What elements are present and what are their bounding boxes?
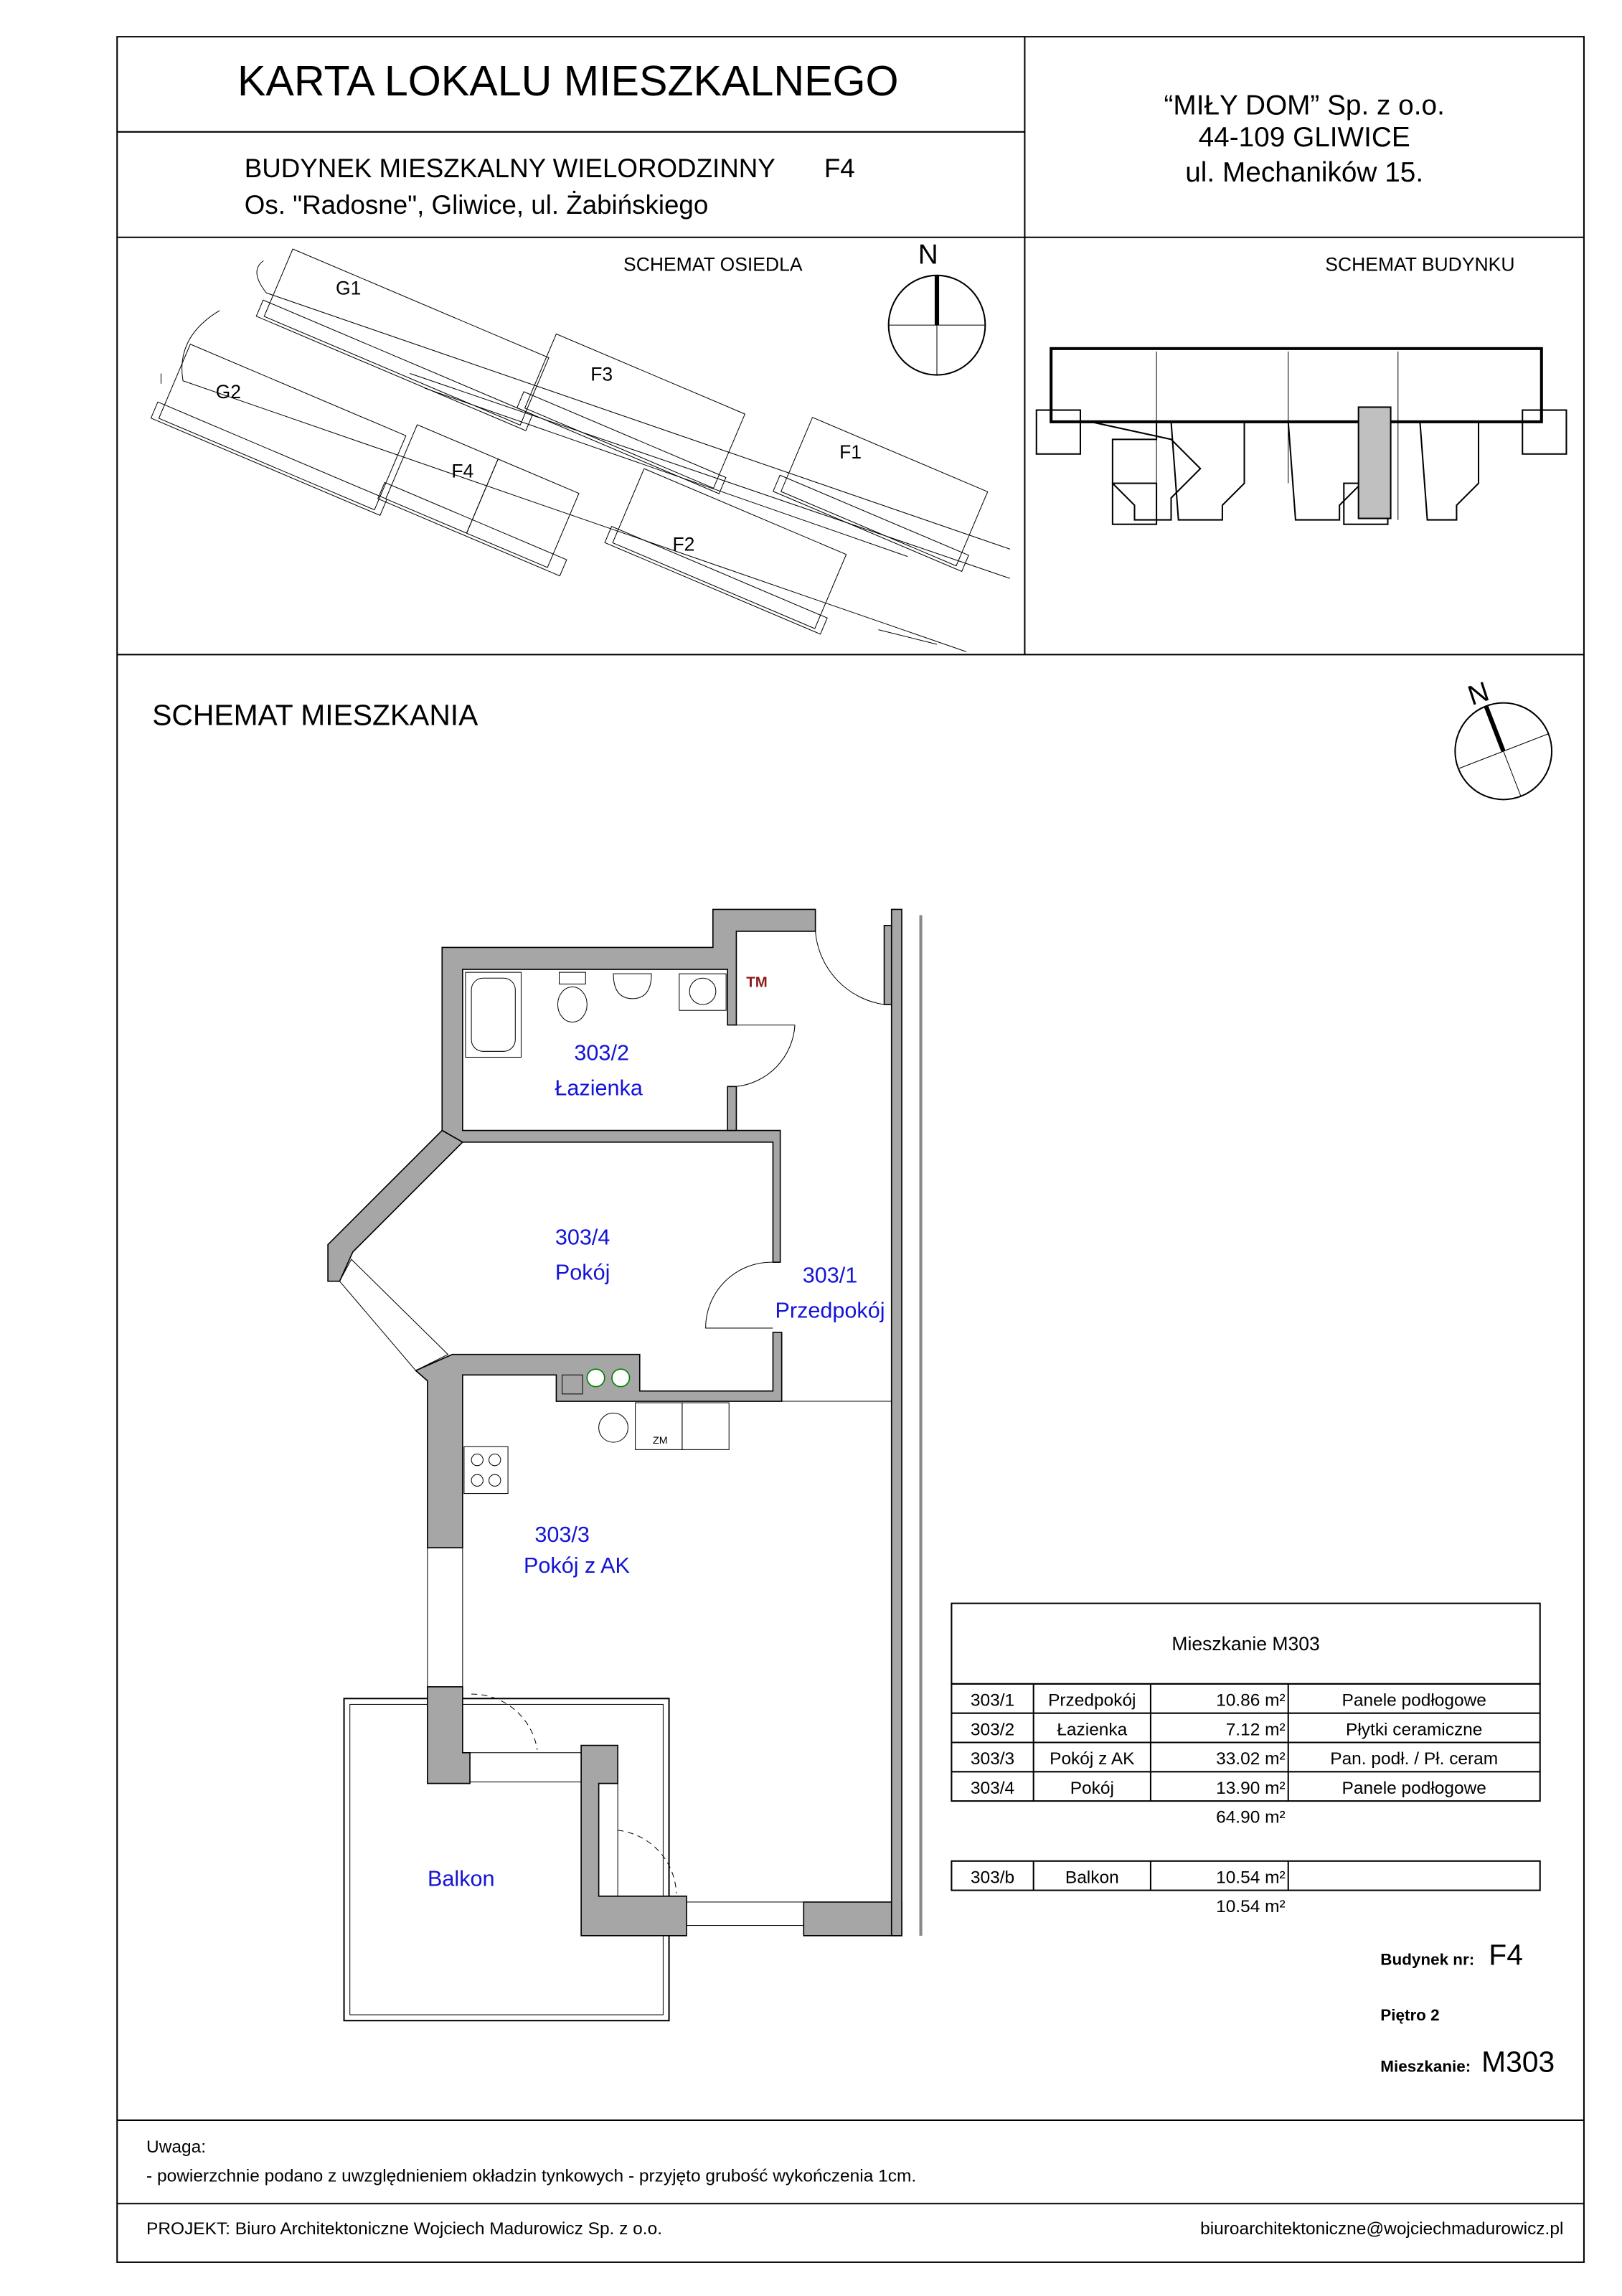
room-name-room: Pokój <box>555 1261 610 1285</box>
cell-id: 303/3 <box>971 1749 1014 1769</box>
table-title: Mieszkanie M303 <box>1171 1633 1319 1655</box>
building-label: F1 <box>839 441 862 463</box>
apartment-compass: N <box>1454 676 1553 801</box>
table-total: 64.90 m² <box>1216 1808 1286 1827</box>
cell-id: 303/4 <box>971 1779 1014 1798</box>
company-name: “MIŁY DOM” Sp. z o.o. <box>1164 90 1445 121</box>
cell-name: Balkon <box>1065 1868 1119 1887</box>
room-id-bathroom: 303/2 <box>574 1041 629 1065</box>
settlement-map: G1 G2 F3 F1 F4 F2 <box>150 248 1011 652</box>
table-row: 303/1 Przedpokój 10.86 m² Panele podłogo… <box>971 1690 1486 1710</box>
cell-floor: Płytki ceramiczne <box>1346 1720 1482 1739</box>
footer-email[interactable]: biuroarchitektoniczne@wojciechmadurowicz… <box>1200 2219 1563 2239</box>
settlement-compass: N <box>887 239 986 376</box>
building-number-value: F4 <box>1489 1939 1523 1972</box>
cell-floor: Panele podłogowe <box>1342 1690 1486 1710</box>
room-id-room: 303/4 <box>555 1225 610 1250</box>
balcony-total: 10.54 m² <box>1216 1897 1286 1916</box>
apartment-schematic-title: SCHEMAT MIESZKANIA <box>152 698 478 731</box>
appliance-icon <box>635 1402 730 1450</box>
cell-id: 303/b <box>971 1868 1014 1887</box>
cell-floor: Pan. podł. / Pł. ceram <box>1330 1749 1498 1769</box>
area-table: Mieszkanie M303 303/1 Przedpokój 10.86 m… <box>951 1602 1541 1916</box>
cell-id: 303/2 <box>971 1720 1014 1739</box>
bathtub-icon <box>465 971 522 1058</box>
building-label: F4 <box>451 460 473 481</box>
building-f4 <box>377 424 580 577</box>
room-id-living: 303/3 <box>534 1523 590 1547</box>
room-id-hall: 303/1 <box>803 1264 858 1288</box>
building-number-label: Budynek nr: <box>1380 1951 1474 1969</box>
tm-label: TM <box>746 975 767 991</box>
address-line: Os. "Radosne", Gliwice, ul. Żabińskiego <box>245 190 709 220</box>
building-f3 <box>516 333 746 494</box>
notes-title: Uwaga: <box>146 2137 206 2157</box>
page-title: KARTA LOKALU MIESZKALNEGO <box>237 57 899 105</box>
cell-area: 13.90 m² <box>1216 1779 1286 1798</box>
cell-area: 10.86 m² <box>1216 1690 1286 1710</box>
balcony-outline <box>343 1698 670 2022</box>
table-row: 303/3 Pokój z AK 33.02 m² Pan. podł. / P… <box>971 1749 1498 1769</box>
floor-label: Piętro 2 <box>1380 2006 1439 2024</box>
table-grid <box>951 1683 1541 1891</box>
cell-area: 10.54 m² <box>1216 1868 1286 1887</box>
cell-id: 303/1 <box>971 1690 1014 1710</box>
table-row: 303/2 Łazienka 7.12 m² Płytki ceramiczne <box>971 1720 1483 1739</box>
building-code: F4 <box>824 154 855 183</box>
page-frame <box>116 36 1585 2263</box>
kitchen-sink-icon <box>598 1412 628 1443</box>
washbasin-icon <box>679 973 727 1011</box>
table-row: 303/b Balkon 10.54 m² <box>971 1868 1286 1887</box>
company-city: 44-109 GLIWICE <box>1199 122 1410 153</box>
notes-text: - powierzchnie podano z uwzględnieniem o… <box>146 2167 916 2186</box>
cell-name: Pokój z AK <box>1050 1749 1135 1769</box>
room-name-hall: Przedpokój <box>775 1299 885 1323</box>
north-label: N <box>1464 676 1493 712</box>
building-schematic-title: SCHEMAT BUDYNKU <box>1325 254 1514 276</box>
building-g2 <box>150 344 407 517</box>
room-name-living: Pokój z AK <box>524 1553 631 1578</box>
building-f2 <box>604 468 847 635</box>
building-line: BUDYNEK MIESZKALNY WIELORODZINNY <box>245 154 775 183</box>
toilet-icon <box>557 971 588 1023</box>
building-label: G2 <box>216 381 241 403</box>
building-plan <box>1035 347 1567 525</box>
zm-label: ZM <box>653 1435 668 1446</box>
cell-name: Łazienka <box>1057 1720 1127 1739</box>
table-row: 303/4 Pokój 13.90 m² Panele podłogowe <box>971 1779 1486 1798</box>
building-label: G1 <box>336 277 361 298</box>
sink-icon <box>613 973 652 999</box>
cell-area: 7.12 m² <box>1226 1720 1286 1739</box>
room-name-balcony: Balkon <box>428 1866 495 1891</box>
cell-area: 33.02 m² <box>1216 1749 1286 1769</box>
cell-name: Przedpokój <box>1048 1690 1136 1710</box>
building-g1 <box>255 248 550 431</box>
room-name-bathroom: Łazienka <box>555 1076 643 1101</box>
cooktop-icon <box>463 1446 509 1495</box>
north-label: N <box>918 239 938 270</box>
building-label: F3 <box>590 364 613 385</box>
building-f1 <box>773 417 989 573</box>
floor-plan: ZM TM 303/2 Łazienka 303/4 Pokój 303/1 P… <box>327 908 923 2022</box>
apartment-label: Mieszkanie: <box>1380 2058 1471 2076</box>
footer-project: PROJEKT: Biuro Architektoniczne Wojciech… <box>146 2219 662 2239</box>
settlement-schematic-title: SCHEMAT OSIEDLA <box>623 254 803 276</box>
company-street: ul. Mechaników 15. <box>1185 157 1423 188</box>
ventilation-icon <box>562 1368 631 1395</box>
cell-floor: Panele podłogowe <box>1342 1779 1486 1798</box>
building-label: F2 <box>672 533 694 555</box>
apartment-value: M303 <box>1481 2046 1555 2079</box>
cell-name: Pokój <box>1070 1779 1114 1798</box>
